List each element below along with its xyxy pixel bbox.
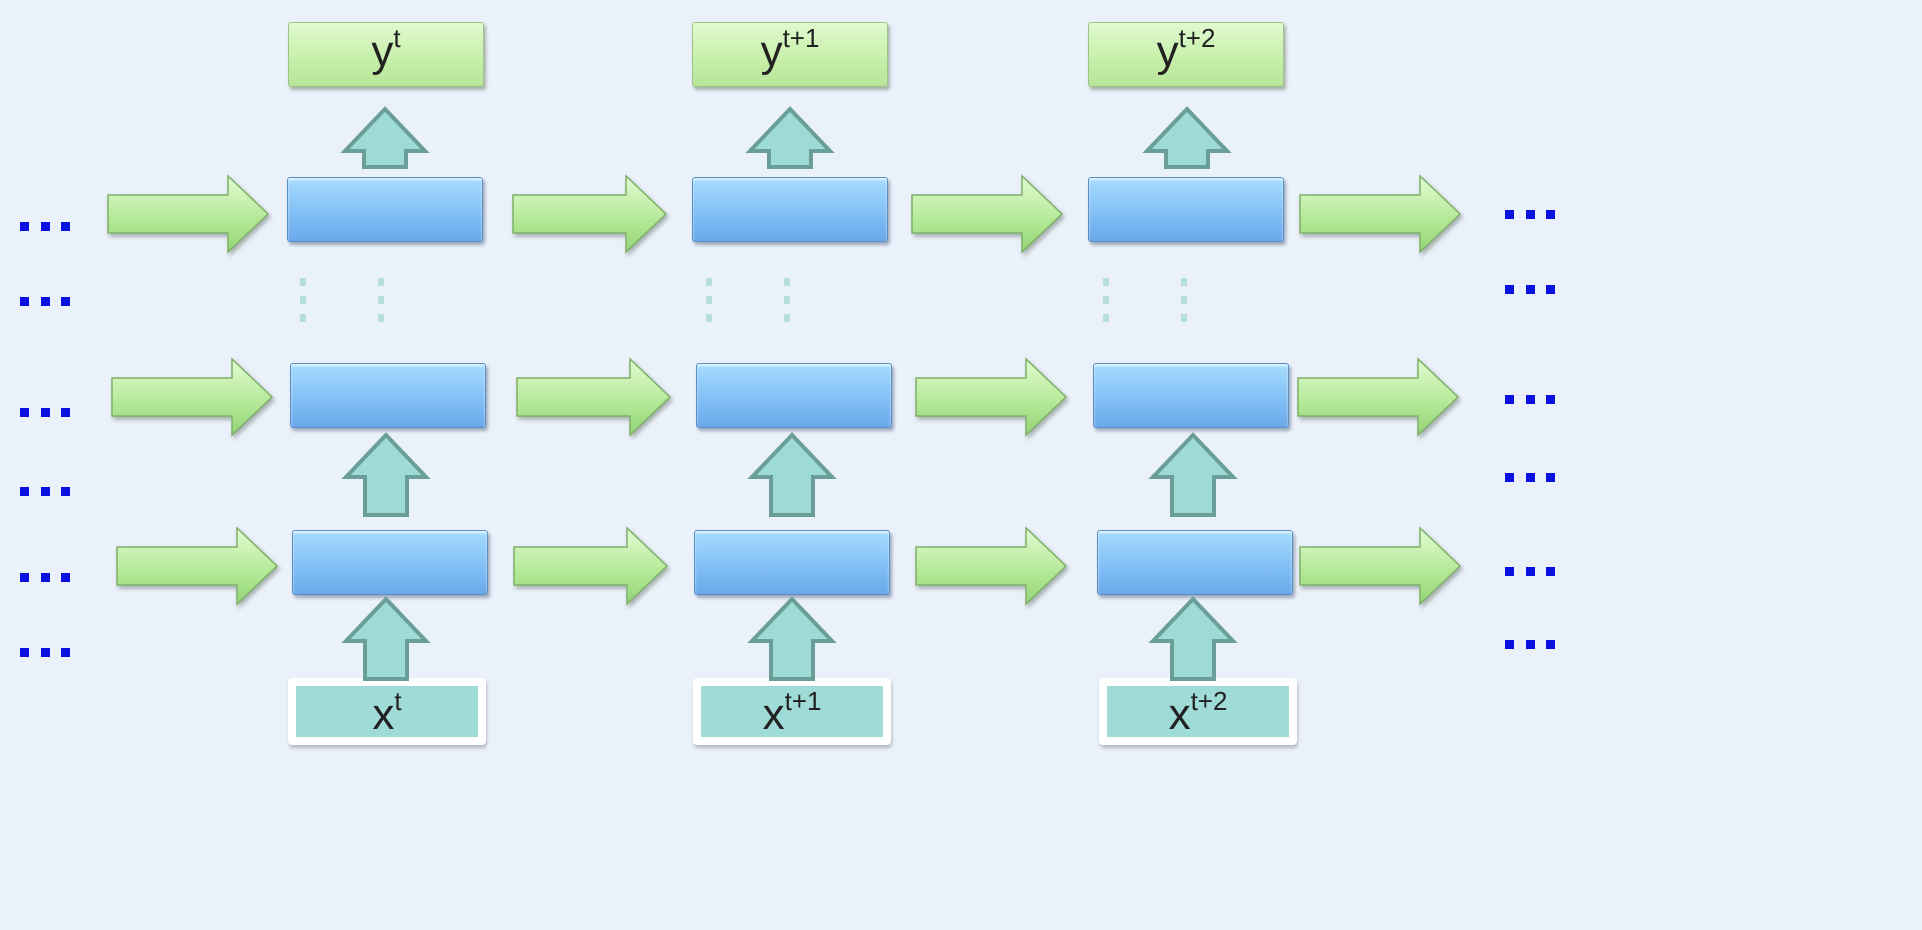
output-label: y	[1156, 27, 1179, 76]
up-arrow-icon	[1148, 432, 1238, 517]
rnn-cell-col1-layer1	[292, 530, 488, 595]
up-arrow-icon	[340, 106, 430, 169]
output-label: y	[760, 27, 783, 76]
input-superscript: t+2	[1190, 686, 1228, 716]
recurrent-arrow-icon	[512, 174, 668, 254]
up-arrow-icon	[1148, 596, 1238, 681]
output-superscript: t+2	[1178, 23, 1216, 53]
input-label: x	[762, 690, 785, 739]
recurrent-arrow-icon	[107, 174, 270, 254]
up-arrow-icon	[1142, 106, 1232, 169]
rnn-cell-col2-layer3	[692, 177, 888, 242]
recurrent-arrow-icon	[911, 174, 1064, 254]
layer-ellipsis-dotted-line	[378, 278, 384, 328]
ellipsis-dots	[1505, 395, 1555, 405]
input-box: xt	[288, 678, 486, 745]
output-label: y	[371, 27, 394, 76]
output-superscript: t	[393, 23, 401, 53]
output-superscript: t+1	[782, 23, 820, 53]
recurrent-arrow-icon	[513, 526, 669, 606]
up-arrow-icon	[745, 106, 835, 169]
rnn-cell-col1-layer2	[290, 363, 486, 428]
output-box: yt+1	[692, 22, 888, 87]
ellipsis-dots	[1505, 285, 1555, 295]
rnn-cell-col2-layer1	[694, 530, 890, 595]
rnn-cell-col3-layer1	[1097, 530, 1293, 595]
ellipsis-dots	[20, 648, 70, 658]
layer-ellipsis-dotted-line	[300, 278, 306, 328]
ellipsis-dots	[20, 222, 70, 232]
ellipsis-dots	[1505, 640, 1555, 650]
ellipsis-dots	[20, 297, 70, 307]
ellipsis-dots	[1505, 210, 1555, 220]
input-box: xt+1	[693, 678, 891, 745]
output-box: yt	[288, 22, 484, 87]
recurrent-arrow-icon	[516, 357, 672, 437]
up-arrow-icon	[341, 596, 431, 681]
input-label: x	[1168, 690, 1191, 739]
ellipsis-dots	[20, 487, 70, 497]
ellipsis-dots	[1505, 473, 1555, 483]
rnn-cell-col2-layer2	[696, 363, 892, 428]
up-arrow-icon	[747, 432, 837, 517]
input-label: x	[372, 690, 395, 739]
up-arrow-icon	[747, 596, 837, 681]
recurrent-arrow-icon	[1297, 357, 1460, 437]
rnn-cell-col3-layer3	[1088, 177, 1284, 242]
layer-ellipsis-dotted-line	[1103, 278, 1109, 328]
recurrent-arrow-icon	[1299, 526, 1462, 606]
up-arrow-icon	[341, 432, 431, 517]
recurrent-arrow-icon	[116, 526, 279, 606]
recurrent-arrow-icon	[915, 526, 1068, 606]
input-box: xt+2	[1099, 678, 1297, 745]
rnn-cell-col1-layer3	[287, 177, 483, 242]
ellipsis-dots	[20, 408, 70, 418]
layer-ellipsis-dotted-line	[1181, 278, 1187, 328]
recurrent-arrow-icon	[915, 357, 1068, 437]
input-superscript: t+1	[784, 686, 822, 716]
recurrent-arrow-icon	[111, 357, 274, 437]
output-box: yt+2	[1088, 22, 1284, 87]
rnn-cell-col3-layer2	[1093, 363, 1289, 428]
ellipsis-dots	[20, 573, 70, 583]
input-superscript: t	[394, 686, 402, 716]
ellipsis-dots	[1505, 567, 1555, 577]
layer-ellipsis-dotted-line	[706, 278, 712, 328]
recurrent-arrow-icon	[1299, 174, 1462, 254]
layer-ellipsis-dotted-line	[784, 278, 790, 328]
